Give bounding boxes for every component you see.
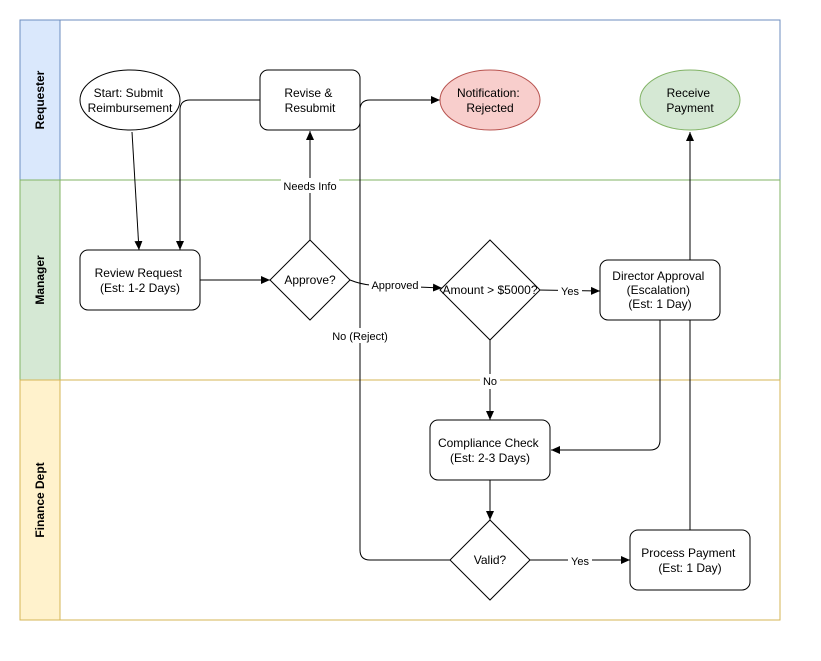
node-compliance-line-2: (Est: 2-3 Days) [450, 451, 530, 465]
node-review-request[interactable]: Review Request (Est: 1-2 Days) [79, 249, 201, 311]
lane-requester-title: Requester [33, 70, 47, 129]
edge-director-to-compliance [551, 320, 661, 454]
node-revise-line-2: Resubmit [285, 101, 336, 115]
node-receive-line-2: Payment [666, 101, 714, 115]
svg-text:Receive Payment: Receive Payment [666, 86, 714, 115]
edge-labels: Needs Info Approved No (Reject) Yes No Y… [281, 178, 592, 569]
node-notification-line-1: Notification: [457, 86, 520, 100]
svg-text:Compliance Check (Est: 2: Compliance Check (Est: 2-3 Days) [438, 436, 542, 465]
node-amount-decision[interactable]: Amount > $5000? [439, 239, 541, 341]
node-director-line-3: (Est: 1 Day) [628, 297, 691, 311]
node-review-line-1: Review Request [95, 266, 183, 280]
node-review-line-2: (Est: 1-2 Days) [100, 281, 180, 295]
edge-label-amount-yes: Yes [561, 286, 579, 298]
lane-manager-title: Manager [33, 255, 47, 305]
node-approve-decision[interactable]: Approve? [269, 239, 351, 321]
node-start[interactable]: Start: Submit Reimbursement [79, 69, 181, 131]
node-start-line-1: Start: Submit [94, 86, 164, 100]
node-process-line-1: Process Payment [641, 546, 736, 560]
edge-label-approved: Approved [371, 280, 418, 292]
node-process-payment[interactable]: Process Payment (Est: 1 Day) [629, 529, 751, 591]
node-amount-label: Amount > $5000? [442, 283, 537, 297]
svg-text:Notification: Rejected: Notification: Rejected [457, 86, 523, 115]
lane-requester-header [19, 19, 61, 181]
node-start-line-2: Reimbursement [88, 101, 173, 115]
edge-label-amount-no: No [483, 376, 497, 388]
node-revise[interactable]: Revise & Resubmit [259, 69, 361, 131]
edge-label-reject: No (Reject) [332, 331, 388, 343]
lane-finance-title: Finance Dept [33, 462, 47, 537]
edge-start-to-review [131, 131, 143, 251]
svg-text:Revise & Resubmit: Revise & Resubmit [284, 86, 336, 115]
svg-text:Start: Submit Reimbursem: Start: Submit Reimbursement [88, 86, 173, 115]
svg-text:Process Payment (Est: 1: Process Payment (Est: 1 Day) [641, 546, 738, 575]
node-receive-payment[interactable]: Receive Payment [639, 69, 741, 131]
edge-label-needs-info: Needs Info [283, 181, 336, 193]
node-notification-rejected[interactable]: Notification: Rejected [439, 69, 541, 131]
edge-label-valid-yes: Yes [571, 556, 589, 568]
node-valid-decision[interactable]: Valid? [449, 519, 531, 601]
node-director-approval[interactable]: Director Approval (Escalation) (Est: 1 D… [599, 259, 721, 321]
svg-text:Director Approval (Escal: Director Approval (Escalation) (Est: 1 D… [612, 269, 707, 311]
node-valid-label: Valid? [474, 553, 507, 567]
lane-finance-header [19, 379, 61, 621]
edge-revise-to-review [176, 99, 260, 250]
node-receive-line-1: Receive [667, 86, 711, 100]
node-approve-label: Approve? [284, 273, 336, 287]
node-director-line-2: (Escalation) [627, 283, 690, 297]
node-director-line-1: Director Approval [612, 269, 704, 283]
svg-text:Review Request (Est: 1-2: Review Request (Est: 1-2 Days) [95, 266, 186, 295]
node-notification-line-2: Rejected [466, 101, 513, 115]
node-compliance-check[interactable]: Compliance Check (Est: 2-3 Days) [429, 419, 551, 481]
node-compliance-line-1: Compliance Check [438, 436, 540, 450]
node-revise-line-1: Revise & [284, 86, 332, 100]
node-process-line-2: (Est: 1 Day) [658, 561, 721, 575]
lane-manager-header [19, 179, 61, 381]
